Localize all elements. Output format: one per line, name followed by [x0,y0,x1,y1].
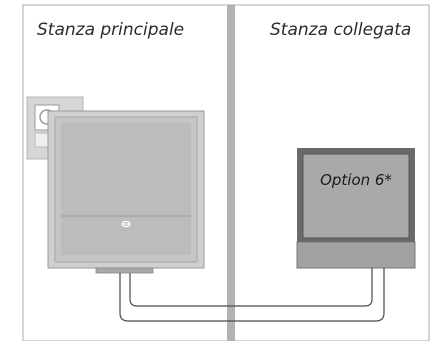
linked-tv-screen-label: Option 6* [320,171,392,189]
linked-tv-screen [302,153,410,239]
linked-tv-base [296,241,416,269]
main-tv-icon [47,110,205,274]
linked-tv-icon [296,148,416,269]
link-cable [119,268,385,322]
linked-room-title: Stanza collegata [270,20,412,40]
main-room-title: Stanza principale [37,20,185,40]
main-tv-logo-icon [121,220,131,228]
main-tv-stand [95,267,154,274]
room-divider [227,5,235,341]
